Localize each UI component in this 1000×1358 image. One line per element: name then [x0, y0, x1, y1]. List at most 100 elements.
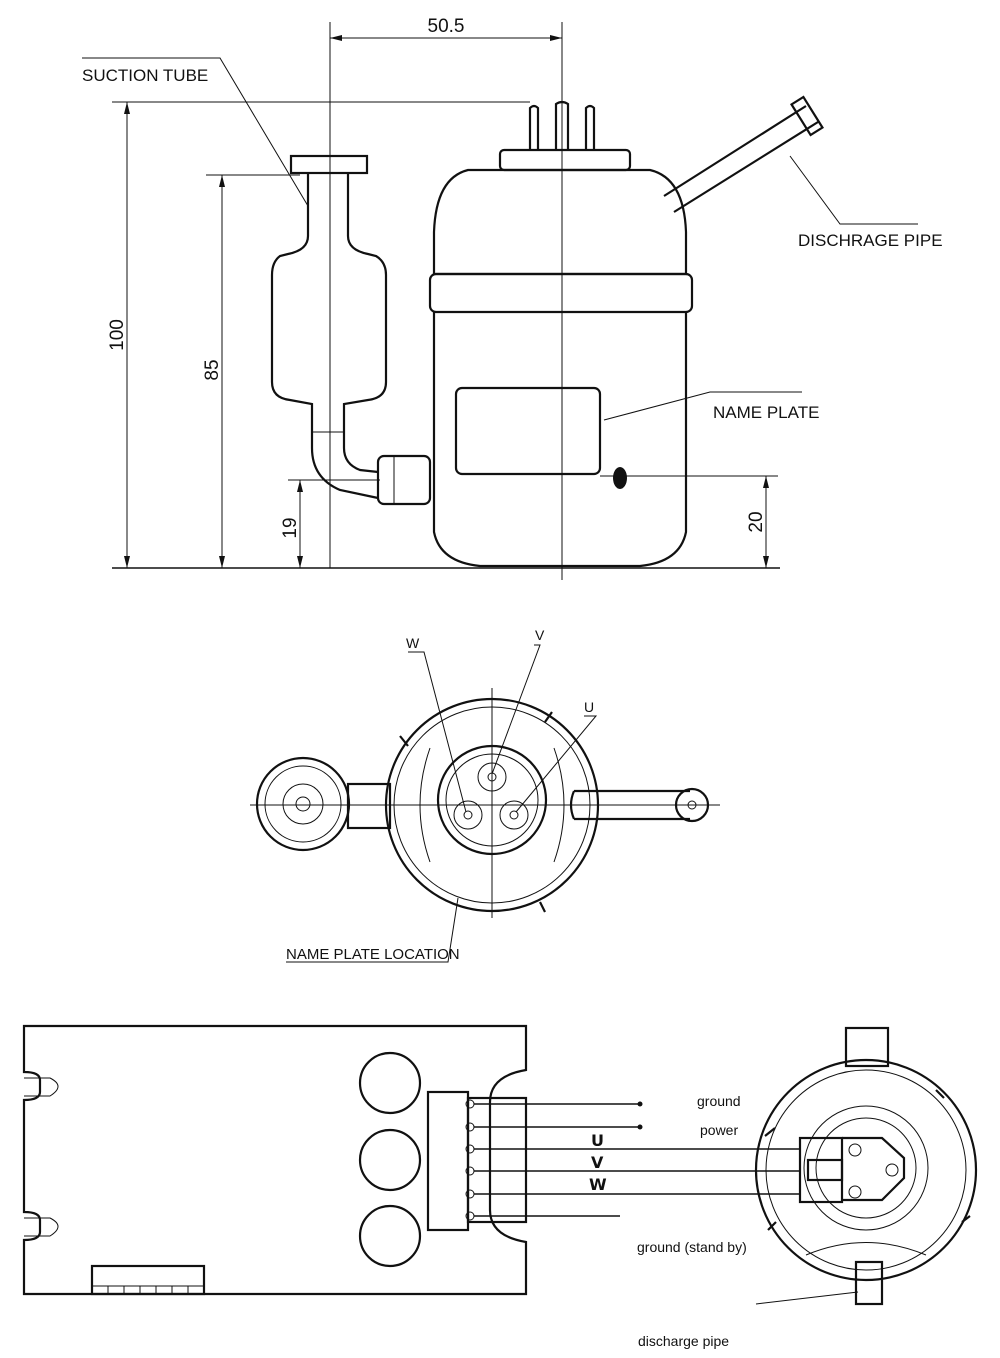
discharge-pipe-end-top — [674, 787, 710, 823]
label-name-plate: NAME PLATE — [713, 403, 819, 422]
label-discharge-pipe: DISCHRAGE PIPE — [798, 231, 943, 250]
shell-contour — [419, 747, 565, 863]
discharge-pipe-top — [569, 789, 690, 821]
suction-connector — [346, 782, 392, 830]
dim-20-text: 20 — [746, 511, 767, 532]
suction-cap — [289, 154, 369, 175]
shell-outer — [384, 697, 600, 913]
upper-shell — [432, 168, 688, 276]
dim-arrow — [763, 556, 769, 568]
dim-arrow — [124, 556, 130, 568]
board-header — [90, 1264, 206, 1296]
dim-arrow — [297, 480, 303, 492]
dim-19-text: 19 — [280, 517, 301, 538]
dim-arrow — [124, 102, 130, 114]
plug-body — [842, 1136, 906, 1202]
label-ground: ground — [697, 1093, 741, 1109]
capacitor-2 — [358, 1128, 422, 1192]
side-view: 50.5 100 85 19 20 — [82, 16, 943, 580]
leader-discharge — [789, 155, 918, 225]
shell-marks — [399, 711, 553, 913]
terminal-u-pin — [509, 810, 519, 820]
dim-arrow — [330, 35, 342, 41]
label-w: W — [406, 635, 420, 651]
label-wire-u: U — [591, 1131, 604, 1150]
wire-end — [637, 1101, 643, 1107]
dim-width-text: 50.5 — [428, 16, 465, 37]
dim-arrow — [219, 175, 225, 187]
name-plate — [454, 386, 602, 476]
mounting-slots — [24, 1077, 59, 1237]
plug — [798, 1136, 844, 1204]
discharge-pipe — [663, 105, 819, 213]
dim-arrow — [219, 556, 225, 568]
shell-band — [428, 272, 694, 314]
discharge-stub — [854, 1260, 884, 1306]
compressor-body — [428, 95, 824, 568]
terminal-u — [499, 800, 529, 830]
accumulator-outer — [255, 756, 351, 852]
screw — [885, 1163, 899, 1177]
terminal-w — [453, 800, 483, 830]
label-wire-w: W — [589, 1175, 607, 1194]
dim-arrow — [297, 556, 303, 568]
leader-discharge-wiring — [755, 1291, 859, 1305]
dim-85-text: 85 — [202, 359, 223, 380]
connector-pins-block — [466, 1096, 528, 1224]
shell-wiring-marks — [764, 1089, 971, 1231]
label-ground-standby: ground (stand by) — [637, 1239, 747, 1255]
discharge-pipe-end — [790, 95, 824, 137]
suction-stub — [844, 1026, 890, 1068]
accumulator — [270, 154, 432, 506]
terminal-inner — [445, 753, 539, 847]
label-discharge-pipe-wiring: discharge pipe — [638, 1333, 729, 1349]
leader-u — [515, 715, 598, 813]
accumulator-port — [295, 796, 311, 812]
accumulator-inner — [264, 765, 342, 843]
plug-tab — [806, 1158, 844, 1182]
top-view: W V U NAME PLATE LOCATION — [250, 627, 720, 963]
terminal-pins — [528, 100, 596, 150]
terminal-wiring-outer — [803, 1105, 929, 1231]
leader-v — [491, 644, 541, 775]
shell-wiring-outer — [754, 1058, 978, 1282]
wire-end — [637, 1124, 643, 1130]
lower-shell — [432, 312, 688, 568]
connector-housing — [426, 1090, 470, 1232]
leader-name-plate-location — [286, 897, 459, 963]
label-name-plate-location: NAME PLATE LOCATION — [286, 946, 460, 963]
shell-wiring-inner — [765, 1069, 967, 1271]
terminal-v — [477, 762, 507, 792]
wiring-view: ground power U V W ground (stand by) dis… — [22, 1024, 978, 1349]
dim-arrow — [763, 476, 769, 488]
screw — [848, 1143, 862, 1157]
terminal-cover — [498, 148, 632, 172]
leader-suction — [82, 57, 309, 207]
leader-name-plate — [603, 391, 802, 421]
dim-arrow — [550, 35, 562, 41]
label-wire-v: V — [591, 1153, 604, 1172]
capacitor-3 — [358, 1204, 422, 1268]
controller-board — [22, 1024, 528, 1296]
leader-w — [408, 651, 467, 813]
terminal-w-pin — [463, 810, 473, 820]
capacitor-1 — [358, 1051, 422, 1115]
label-u: U — [584, 699, 594, 715]
label-v: V — [535, 627, 545, 643]
name-plate-arc — [805, 1242, 927, 1256]
suction-elbow — [310, 432, 379, 500]
dim-100-text: 100 — [107, 319, 128, 351]
label-suction-tube: SUCTION TUBE — [82, 66, 208, 85]
accumulator-body — [270, 173, 388, 432]
header-pins — [92, 1285, 204, 1294]
inlet-fitting — [376, 454, 432, 506]
discharge-pipe-bore — [687, 800, 697, 810]
terminal-wiring-inner — [815, 1117, 917, 1219]
screw — [848, 1185, 862, 1199]
shell-inner — [393, 706, 591, 904]
terminal-outer — [436, 744, 548, 856]
accumulator-ring — [282, 783, 324, 825]
ground-stud — [613, 467, 627, 489]
label-power: power — [700, 1122, 738, 1138]
